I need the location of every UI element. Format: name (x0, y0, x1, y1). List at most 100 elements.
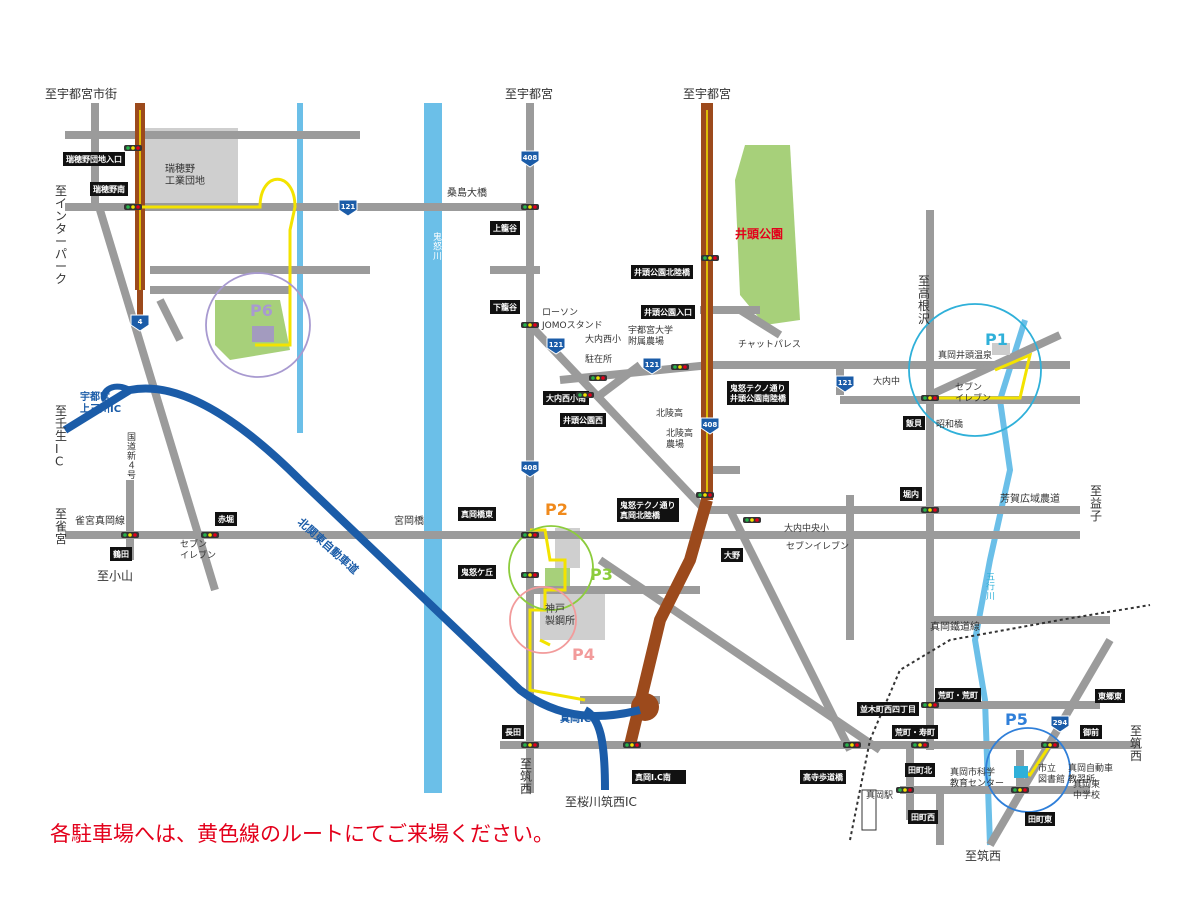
signal-label: 田町西 (908, 810, 938, 824)
poi-label: 真岡駅 (866, 789, 893, 801)
signal-label: 瑞穂野南 (90, 182, 128, 196)
signal-label: 井頭公園北陸橋 (631, 265, 693, 279)
traffic-light-icon (521, 532, 539, 538)
haga-road-label: 芳賀広域農道 (1000, 492, 1060, 505)
svg-text:赤堀: 赤堀 (218, 514, 234, 524)
svg-text:井頭公園西: 井頭公園西 (563, 415, 603, 425)
izugashira-park-area (735, 145, 800, 325)
poi-label: 駐在所 (585, 353, 612, 365)
p6-circle (205, 272, 311, 378)
poi-label: チャットパレス (738, 339, 801, 350)
kaminokawa-ic-ramp (100, 383, 132, 403)
signal-label: 下籠谷 (490, 300, 520, 314)
poi-label: 宇都宮大学附属農場 (628, 324, 673, 347)
svg-text:堀内: 堀内 (903, 489, 919, 499)
signal-label: 真岡橋東 (458, 507, 496, 521)
parking-circles (205, 272, 1071, 813)
poi-label: 昭和橋 (936, 418, 963, 430)
traffic-light-icon (521, 572, 539, 578)
signal-label: 鬼怒ケ丘 (458, 565, 496, 579)
svg-text:真岡橋東: 真岡橋東 (461, 509, 493, 519)
svg-text:飯貝: 飯貝 (905, 418, 922, 428)
signal-labels: 瑞穂野団地入口瑞穂野南上籠谷下籠谷大内西小南井頭公園西井頭公園北陸橋井頭公園入口… (63, 152, 1125, 826)
parking-labels: P1 P2 P3 P4 P5 P6 (250, 301, 1028, 729)
traffic-light-icon (201, 532, 219, 538)
poi-label: 真岡井頭温泉 (938, 349, 992, 361)
parking-marks (252, 326, 1028, 778)
svg-text:荒町・寿町: 荒町・寿町 (894, 727, 935, 737)
route-shield: 294 (1050, 715, 1070, 733)
svg-text:瑞穂野南: 瑞穂野南 (93, 184, 125, 194)
signal-label: 井頭公園西 (560, 413, 606, 427)
signal-label: 瑞穂野団地入口 (63, 152, 125, 166)
svg-text:田町東: 田町東 (1028, 814, 1052, 824)
poi-label: 大内中央小 (784, 522, 829, 534)
svg-text:294: 294 (1053, 719, 1068, 727)
traffic-light-icon (521, 742, 539, 748)
moka-ic-roundabout (631, 693, 659, 721)
mizuhono-industrial-label: 瑞穂野工業団地 (165, 162, 205, 187)
dir-mashiko-top: 至益子 (1090, 484, 1102, 523)
poi-label: 北陵高 (656, 407, 683, 419)
route4-new-label: 国道新４号 (127, 432, 136, 481)
kuwajima-bridge-label: 桑島大橋 (447, 186, 487, 199)
signal-label: 堀内 (900, 487, 922, 501)
signal-label: 赤堀 (215, 512, 237, 526)
svg-text:下籠谷: 下籠谷 (493, 302, 518, 312)
dir-interpark: 至インターパーク (55, 184, 67, 286)
traffic-light-icon (623, 742, 641, 748)
dir-utsunomiya-center: 至宇都宮 (505, 86, 553, 101)
route-shield: 408 (700, 417, 720, 435)
poi-label: 北陵高農場 (666, 427, 693, 450)
signal-label: 東郷東 (1095, 689, 1125, 703)
route-shield: 121 (642, 357, 662, 375)
poi-label: 真岡東中学校 (1073, 778, 1100, 801)
izugashira-park-label: 井頭公園 (735, 226, 783, 241)
dir-utsunomiya-right: 至宇都宮 (683, 86, 731, 101)
traffic-light-icon (671, 364, 689, 370)
gogyo-label: 五行川 (986, 573, 995, 602)
svg-text:上籠谷: 上籠谷 (493, 223, 518, 233)
svg-text:井頭公園入口: 井頭公園入口 (644, 307, 692, 317)
svg-text:121: 121 (838, 379, 853, 387)
traffic-lights (121, 145, 1059, 793)
traffic-light-icon (521, 322, 539, 328)
techno-road-highway (624, 103, 713, 747)
kaminokawa-ic-label: 宇都宮上三川IC (80, 390, 121, 415)
miyaoka-bridge-label: 宮岡橋 (394, 514, 424, 527)
signal-label: 荒町・荒町 (935, 688, 981, 702)
dir-chikusei-bottom: 至筑西 (965, 848, 1001, 863)
moka-ic-ramp (582, 706, 609, 791)
dir-takanezawa: 至高根沢 (918, 274, 930, 326)
signal-label: 御前 (1080, 725, 1102, 739)
p5-label: P5 (1005, 710, 1028, 729)
traffic-light-icon (701, 255, 719, 261)
kobe-steel-label: 神戸製鋼所 (545, 602, 575, 627)
svg-text:真岡I.C南: 真岡I.C南 (635, 772, 671, 782)
map-caption: 各駐車場へは、黄色線のルートにてご来場ください。 (50, 822, 554, 846)
svg-text:408: 408 (703, 421, 718, 429)
dir-sakuragawa: 至桜川筑西IC (565, 794, 637, 809)
route-shield: 121 (835, 375, 855, 393)
svg-text:121: 121 (549, 341, 564, 349)
traffic-light-icon (124, 145, 142, 151)
svg-text:鬼怒テクノ通り真岡北陸橋: 鬼怒テクノ通り真岡北陸橋 (620, 500, 676, 520)
traffic-light-icon (124, 204, 142, 210)
route-shield: 408 (520, 460, 540, 478)
kobe-steel-area (540, 590, 605, 640)
signal-label: 高寺歩道橋 (800, 770, 846, 784)
traffic-light-icon (921, 702, 939, 708)
route-shield: 121 (546, 337, 566, 355)
poi-label: JOMOスタンド (541, 320, 603, 331)
svg-text:田町西: 田町西 (911, 813, 935, 822)
signal-label: 飯貝 (903, 416, 925, 430)
traffic-light-icon (576, 392, 594, 398)
route-shield: 408 (520, 150, 540, 168)
poi-label: 市立図書館 (1038, 762, 1065, 785)
dir-chikusei-center: 至筑西 (520, 757, 532, 796)
traffic-light-icon (743, 517, 761, 523)
traffic-light-icon (521, 204, 539, 210)
